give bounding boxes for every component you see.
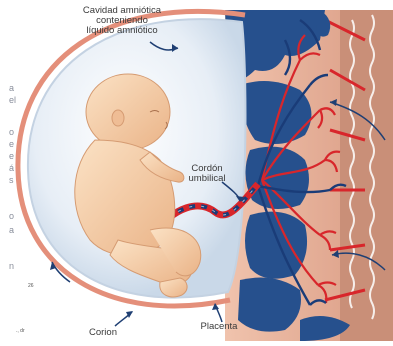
label-umbilical-cord-line2: umbilical [180,174,234,184]
margin-fragment: á [9,164,14,173]
label-placenta: Placenta [192,322,246,332]
margin-fragment: a [9,84,14,93]
margin-fragment: o [9,212,14,221]
margin-fragment: a [9,226,14,235]
label-umbilical-cord: Cordón umbilical [180,164,234,184]
credit-mark: ., dr [16,328,25,334]
label-chorion: Corion [80,328,126,338]
margin-fragment: e [9,152,14,161]
margin-fragment: e [9,140,14,149]
margin-fragment: el [9,96,16,105]
margin-fragment: o [9,128,14,137]
margin-fragment: s [9,176,14,185]
label-amniotic-cavity: Cavidad amniótica conteniendo líquido am… [62,6,182,36]
label-amniotic-cavity-line3: líquido amniótico [62,26,182,36]
margin-fragment: n [9,262,14,271]
figure-number-mark: 26 [28,283,34,289]
